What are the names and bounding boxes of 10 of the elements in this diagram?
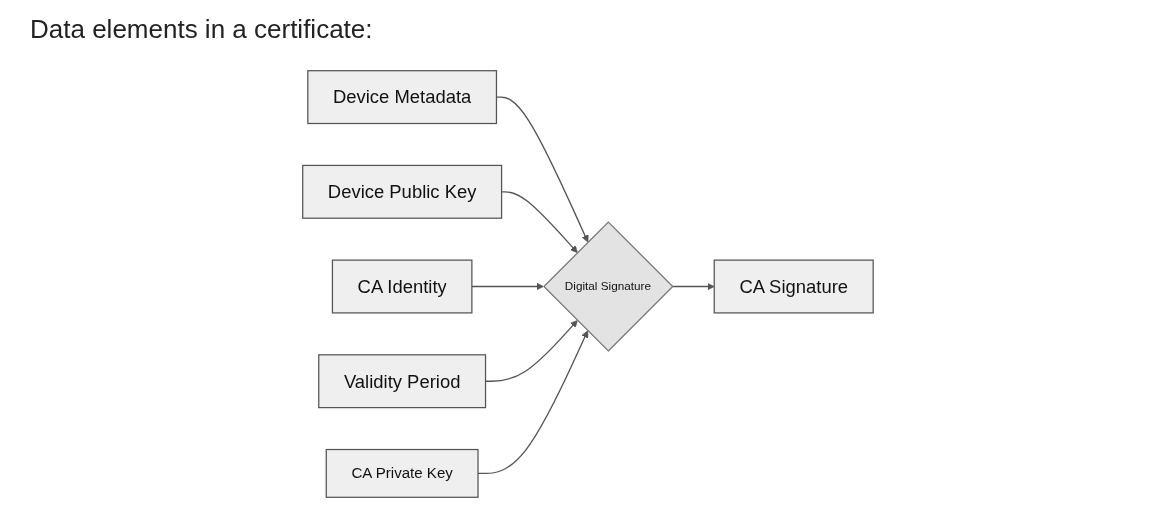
arrow: [471, 282, 544, 291]
node-box: CA Private Key: [325, 448, 479, 498]
diagram-title: Data elements in a certificate:: [30, 14, 373, 45]
node-box: CA Identity: [331, 259, 473, 314]
arrow: [671, 282, 715, 291]
node-box: Device Public Key: [302, 164, 503, 219]
node-box: CA Signature: [713, 259, 874, 314]
node-diamond: Digital Signature: [543, 221, 674, 352]
node-box: Validity Period: [318, 354, 487, 409]
node-box: Device Metadata: [307, 70, 498, 125]
